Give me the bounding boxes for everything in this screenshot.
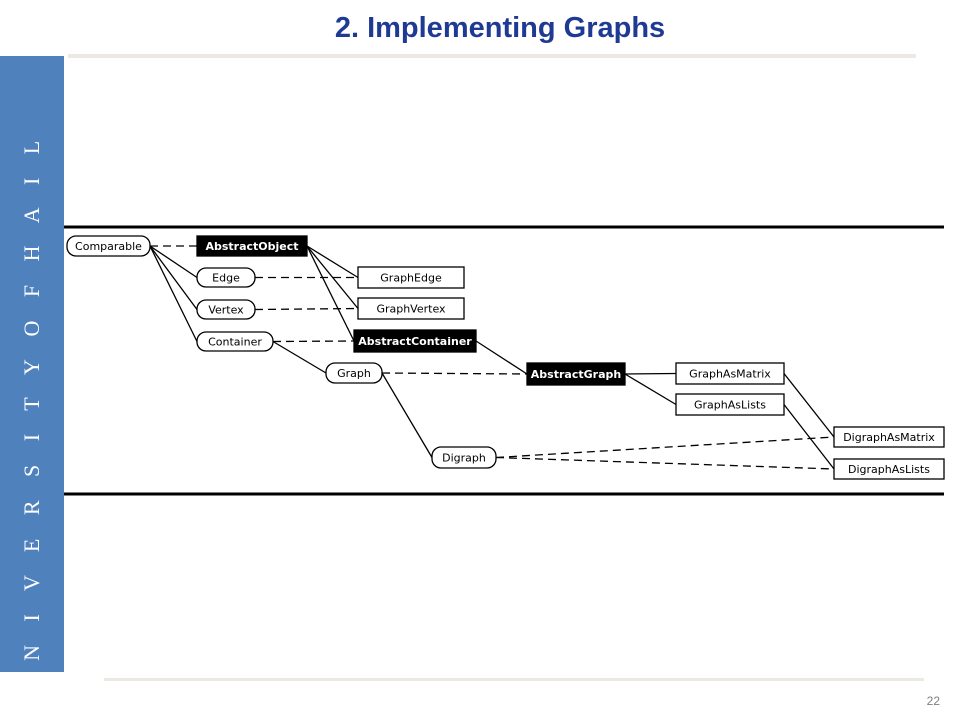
edge-abstractobject-graphvertex (306, 245, 359, 309)
node-graphasmatrix: GraphAsMatrix (675, 362, 785, 385)
node-label-abstractcontainer: AbstractContainer (358, 335, 472, 348)
node-container: Container (196, 331, 274, 352)
node-graph: Graph (325, 362, 383, 384)
node-comparable: Comparable (66, 235, 151, 257)
node-label-digraphaslists: DigraphAsLists (848, 463, 930, 476)
node-label-container: Container (208, 336, 262, 349)
edge-comparable-container (149, 245, 198, 342)
title-divider (68, 54, 916, 58)
edge-graph-digraph (381, 372, 433, 458)
node-box-comparable (66, 235, 151, 257)
node-edge: Edge (196, 267, 256, 288)
node-label-graphasmatrix: GraphAsMatrix (689, 368, 771, 381)
edge-digraph-digraphaslists (495, 456, 835, 470)
node-digraphasmatrix: DigraphAsMatrix (833, 426, 945, 448)
node-label-digraphasmatrix: DigraphAsMatrix (843, 431, 935, 444)
edge-abstractgraph-graphaslists (624, 373, 677, 406)
page-number: 22 (926, 694, 940, 708)
node-label-digraph: Digraph (442, 452, 486, 465)
node-abstractcontainer: AbstractContainer (353, 329, 477, 353)
node-box-container (196, 331, 274, 352)
node-label-graph: Graph (337, 367, 371, 380)
edge-abstractobject-abstractcontainer (306, 245, 355, 342)
edge-graphasmatrix-digraphasmatrix (783, 373, 835, 438)
node-digraphaslists: DigraphAsLists (833, 458, 945, 480)
edge-comparable-edge (149, 245, 198, 279)
node-box-abstractcontainer (353, 329, 477, 353)
node-label-comparable: Comparable (75, 240, 142, 253)
edge-graphaslists-digraphaslists (783, 404, 835, 470)
edge-container-abstractcontainer (272, 340, 355, 343)
edge-abstractobject-graphedge (306, 245, 359, 279)
node-vertex: Vertex (196, 299, 256, 320)
node-box-graphasmatrix (675, 362, 785, 385)
node-label-edge: Edge (212, 272, 240, 285)
node-abstractgraph: AbstractGraph (526, 362, 626, 386)
edge-container-graph (272, 340, 327, 374)
node-box-digraph (431, 446, 497, 469)
node-box-digraphaslists (833, 458, 945, 480)
edge-vertex-graphvertex (254, 307, 359, 311)
edge-comparable-vertex (149, 245, 198, 310)
node-graphaslists: GraphAsLists (675, 393, 785, 416)
node-label-graphvertex: GraphVertex (376, 303, 446, 316)
node-graphedge: GraphEdge (357, 266, 465, 289)
node-label-graphaslists: GraphAsLists (694, 399, 766, 412)
edge-abstractgraph-graphasmatrix (624, 372, 677, 375)
node-box-graph (325, 362, 383, 384)
node-digraph: Digraph (431, 446, 497, 469)
node-box-digraphasmatrix (833, 426, 945, 448)
node-label-abstractgraph: AbstractGraph (531, 368, 621, 381)
footer-divider (104, 678, 924, 681)
sidebar-band: U N I V E R S I T Y O F H A I L (0, 56, 64, 700)
node-label-abstractobject: AbstractObject (205, 240, 298, 253)
node-box-graphedge (357, 266, 465, 289)
node-graphvertex: GraphVertex (357, 297, 465, 320)
node-box-abstractgraph (526, 362, 626, 386)
node-box-graphaslists (675, 393, 785, 416)
slide-title: 2. Implementing Graphs (334, 12, 666, 44)
node-box-vertex (196, 299, 256, 320)
edge-digraph-digraphasmatrix (495, 436, 835, 459)
node-box-graphvertex (357, 297, 465, 320)
node-box-abstractobject (196, 235, 308, 257)
edge-abstractcontainer-abstractgraph (475, 340, 528, 375)
edge-graph-abstractgraph (381, 372, 528, 375)
node-label-vertex: Vertex (208, 304, 244, 317)
node-label-graphedge: GraphEdge (380, 272, 442, 285)
node-box-edge (196, 267, 256, 288)
node-abstractobject: AbstractObject (196, 235, 308, 257)
